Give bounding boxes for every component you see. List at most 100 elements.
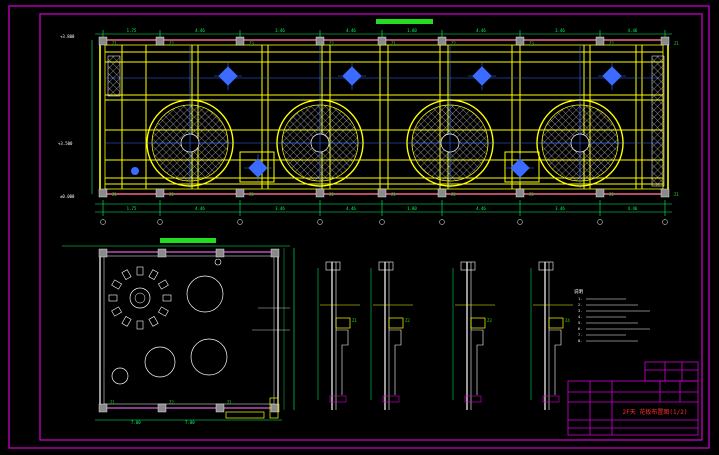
chair xyxy=(158,306,169,317)
ceiling-coffer xyxy=(197,61,263,96)
column-tag: Z2 xyxy=(451,192,456,197)
plan-title-banner xyxy=(376,19,433,24)
ceiling-coffer xyxy=(504,151,540,183)
column-tag: Z2 xyxy=(169,41,174,46)
top-dim-label: 4.46 xyxy=(628,28,638,33)
column xyxy=(157,248,167,258)
column-tag: Z1 xyxy=(674,192,679,197)
column-tag: Z1 xyxy=(112,41,117,46)
column xyxy=(377,36,387,46)
chair xyxy=(148,316,159,327)
bottom-dim-label: 4.46 xyxy=(628,206,638,211)
chair xyxy=(136,266,144,276)
column-tag: Z2 xyxy=(169,192,174,197)
ceiling-coffer xyxy=(239,151,275,183)
center-table xyxy=(129,287,151,309)
column xyxy=(98,36,108,46)
plan-left-label-mid: +3.500 xyxy=(58,141,73,146)
column xyxy=(660,36,670,46)
sheet-inner-frame xyxy=(39,13,703,441)
column xyxy=(155,36,165,46)
section-top-beam xyxy=(538,261,554,271)
column xyxy=(98,403,108,413)
column xyxy=(377,188,387,198)
column xyxy=(515,188,525,198)
section-ceiling-box xyxy=(548,317,564,329)
section-profile xyxy=(389,329,402,395)
chair xyxy=(108,294,118,302)
note-line: 3. xyxy=(578,309,582,313)
top-dim-label: 4.46 xyxy=(346,28,356,33)
column xyxy=(98,188,108,198)
chair xyxy=(136,320,144,330)
top-dim-label: 4.46 xyxy=(476,28,486,33)
column-tag: Z1 xyxy=(391,41,396,46)
section-base xyxy=(382,395,400,403)
bottom-dim-label: 3.46 xyxy=(555,206,565,211)
column-tag: Z2 xyxy=(169,400,174,405)
plan-left-label-bottom: ±0.000 xyxy=(60,194,75,199)
column-tag: Z1 xyxy=(227,400,232,405)
small-plan-dim-1: 7.00 xyxy=(131,420,141,425)
column-tag: Z3 xyxy=(529,192,534,197)
note-line: 5. xyxy=(578,321,582,325)
title-block xyxy=(567,361,699,436)
chair xyxy=(148,269,159,280)
column-tag: Z1 xyxy=(112,192,117,197)
column-tag: Z1 xyxy=(674,41,679,46)
axis-bubble xyxy=(157,219,163,225)
small-plan-outer-wall xyxy=(99,251,279,409)
axis-bubble xyxy=(237,219,243,225)
bottom-dim-label: 4.46 xyxy=(476,206,486,211)
column xyxy=(235,188,245,198)
column-tag: Z1 xyxy=(391,192,396,197)
column xyxy=(595,36,605,46)
column xyxy=(235,36,245,46)
note-line: 6. xyxy=(578,327,582,331)
note-line: 8. xyxy=(578,339,582,343)
round-table-cluster xyxy=(108,266,172,330)
top-dim-label: 1.75 xyxy=(127,28,137,33)
diamond-light-fixtures xyxy=(131,62,626,182)
column xyxy=(270,248,280,258)
column xyxy=(315,36,325,46)
section-tag: Z3 xyxy=(487,318,492,323)
axis-bubble xyxy=(379,219,385,225)
section-tag: Z2 xyxy=(405,318,410,323)
top-dim-label: 4.46 xyxy=(195,28,205,33)
top-dim-label: 1.80 xyxy=(407,28,417,33)
bottom-dim-label: 4.46 xyxy=(346,206,356,211)
column xyxy=(660,188,670,198)
chair xyxy=(111,306,122,317)
top-dim-label: 3.46 xyxy=(555,28,565,33)
note-line: 1. xyxy=(578,297,582,301)
column-tag: Z2 xyxy=(329,192,334,197)
section-top-beam xyxy=(378,261,394,271)
bottom-dim-label: 4.46 xyxy=(195,206,205,211)
chair xyxy=(158,279,169,290)
column xyxy=(270,403,280,413)
axis-bubble xyxy=(100,219,106,225)
section-profile xyxy=(471,329,484,395)
ceiling-coffer xyxy=(329,61,381,96)
bottom-dim-label: 1.75 xyxy=(127,206,137,211)
note-line: 7. xyxy=(578,333,582,337)
column-tag: Z3 xyxy=(249,192,254,197)
chair xyxy=(111,279,122,290)
section-profile xyxy=(336,329,349,395)
column xyxy=(315,188,325,198)
section-top-beam xyxy=(460,261,476,271)
axis-bubble xyxy=(662,219,668,225)
general-notes: 说明 1.2.3.4.5.6.7.8. xyxy=(574,288,650,343)
top-dim-label: 3.46 xyxy=(275,28,285,33)
column xyxy=(215,403,225,413)
column xyxy=(157,403,167,413)
axis-bubble xyxy=(439,219,445,225)
chair xyxy=(162,294,172,302)
column-tag: Z3 xyxy=(249,41,254,46)
